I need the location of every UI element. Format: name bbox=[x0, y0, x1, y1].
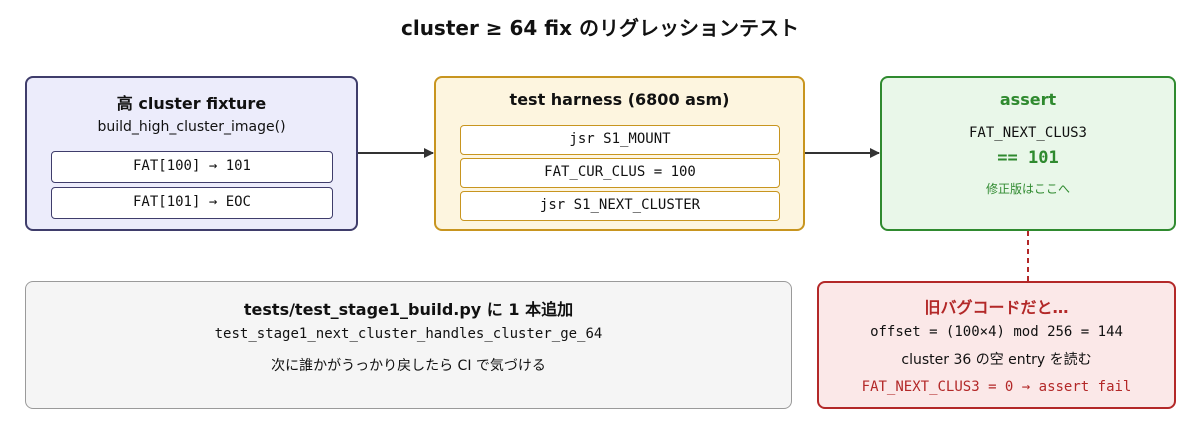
assert-box: assert FAT_NEXT_CLUS3 == 101 修正版はここへ bbox=[880, 76, 1176, 231]
note-description: 次に誰かがうっかり戻したら CI で気づける bbox=[271, 358, 546, 374]
note-test-name: test_stage1_next_cluster_handles_cluster… bbox=[214, 326, 603, 342]
old-bug-formula: offset = (100×4) mod 256 = 144 bbox=[870, 324, 1123, 340]
assert-variable: FAT_NEXT_CLUS3 bbox=[968, 125, 1087, 141]
fixture-subtitle: build_high_cluster_image() bbox=[97, 119, 286, 135]
old-bug-box: 旧バグコードだと… offset = (100×4) mod 256 = 144… bbox=[817, 281, 1176, 409]
note-title: tests/test_stage1_build.py に 1 本追加 bbox=[243, 300, 574, 319]
harness-step: jsr S1_NEXT_CLUSTER bbox=[460, 191, 780, 221]
old-bug-result: FAT_NEXT_CLUS3 = 0 → assert fail bbox=[861, 379, 1132, 395]
old-bug-explanation: cluster 36 の空 entry を読む bbox=[901, 352, 1092, 368]
fixture-title: 高 cluster fixture bbox=[116, 94, 267, 113]
note-box: tests/test_stage1_build.py に 1 本追加 test_… bbox=[25, 281, 792, 409]
fixture-entry: FAT[101] → EOC bbox=[51, 187, 333, 219]
harness-step: jsr S1_MOUNT bbox=[460, 125, 780, 155]
diagram-title: cluster ≥ 64 fix のリグレッションテスト bbox=[400, 16, 799, 40]
harness-step: FAT_CUR_CLUS = 100 bbox=[460, 158, 780, 188]
fixture-box: 高 cluster fixture build_high_cluster_ima… bbox=[25, 76, 358, 231]
old-bug-title: 旧バグコードだと… bbox=[924, 298, 1069, 317]
assert-expected: == 101 bbox=[997, 148, 1059, 168]
harness-title: test harness (6800 asm) bbox=[509, 90, 730, 109]
assert-title: assert bbox=[999, 90, 1057, 109]
assert-note: 修正版はここへ bbox=[985, 182, 1070, 196]
fixture-entry: FAT[100] → 101 bbox=[51, 151, 333, 183]
harness-box: test harness (6800 asm) jsr S1_MOUNT FAT… bbox=[434, 76, 805, 231]
